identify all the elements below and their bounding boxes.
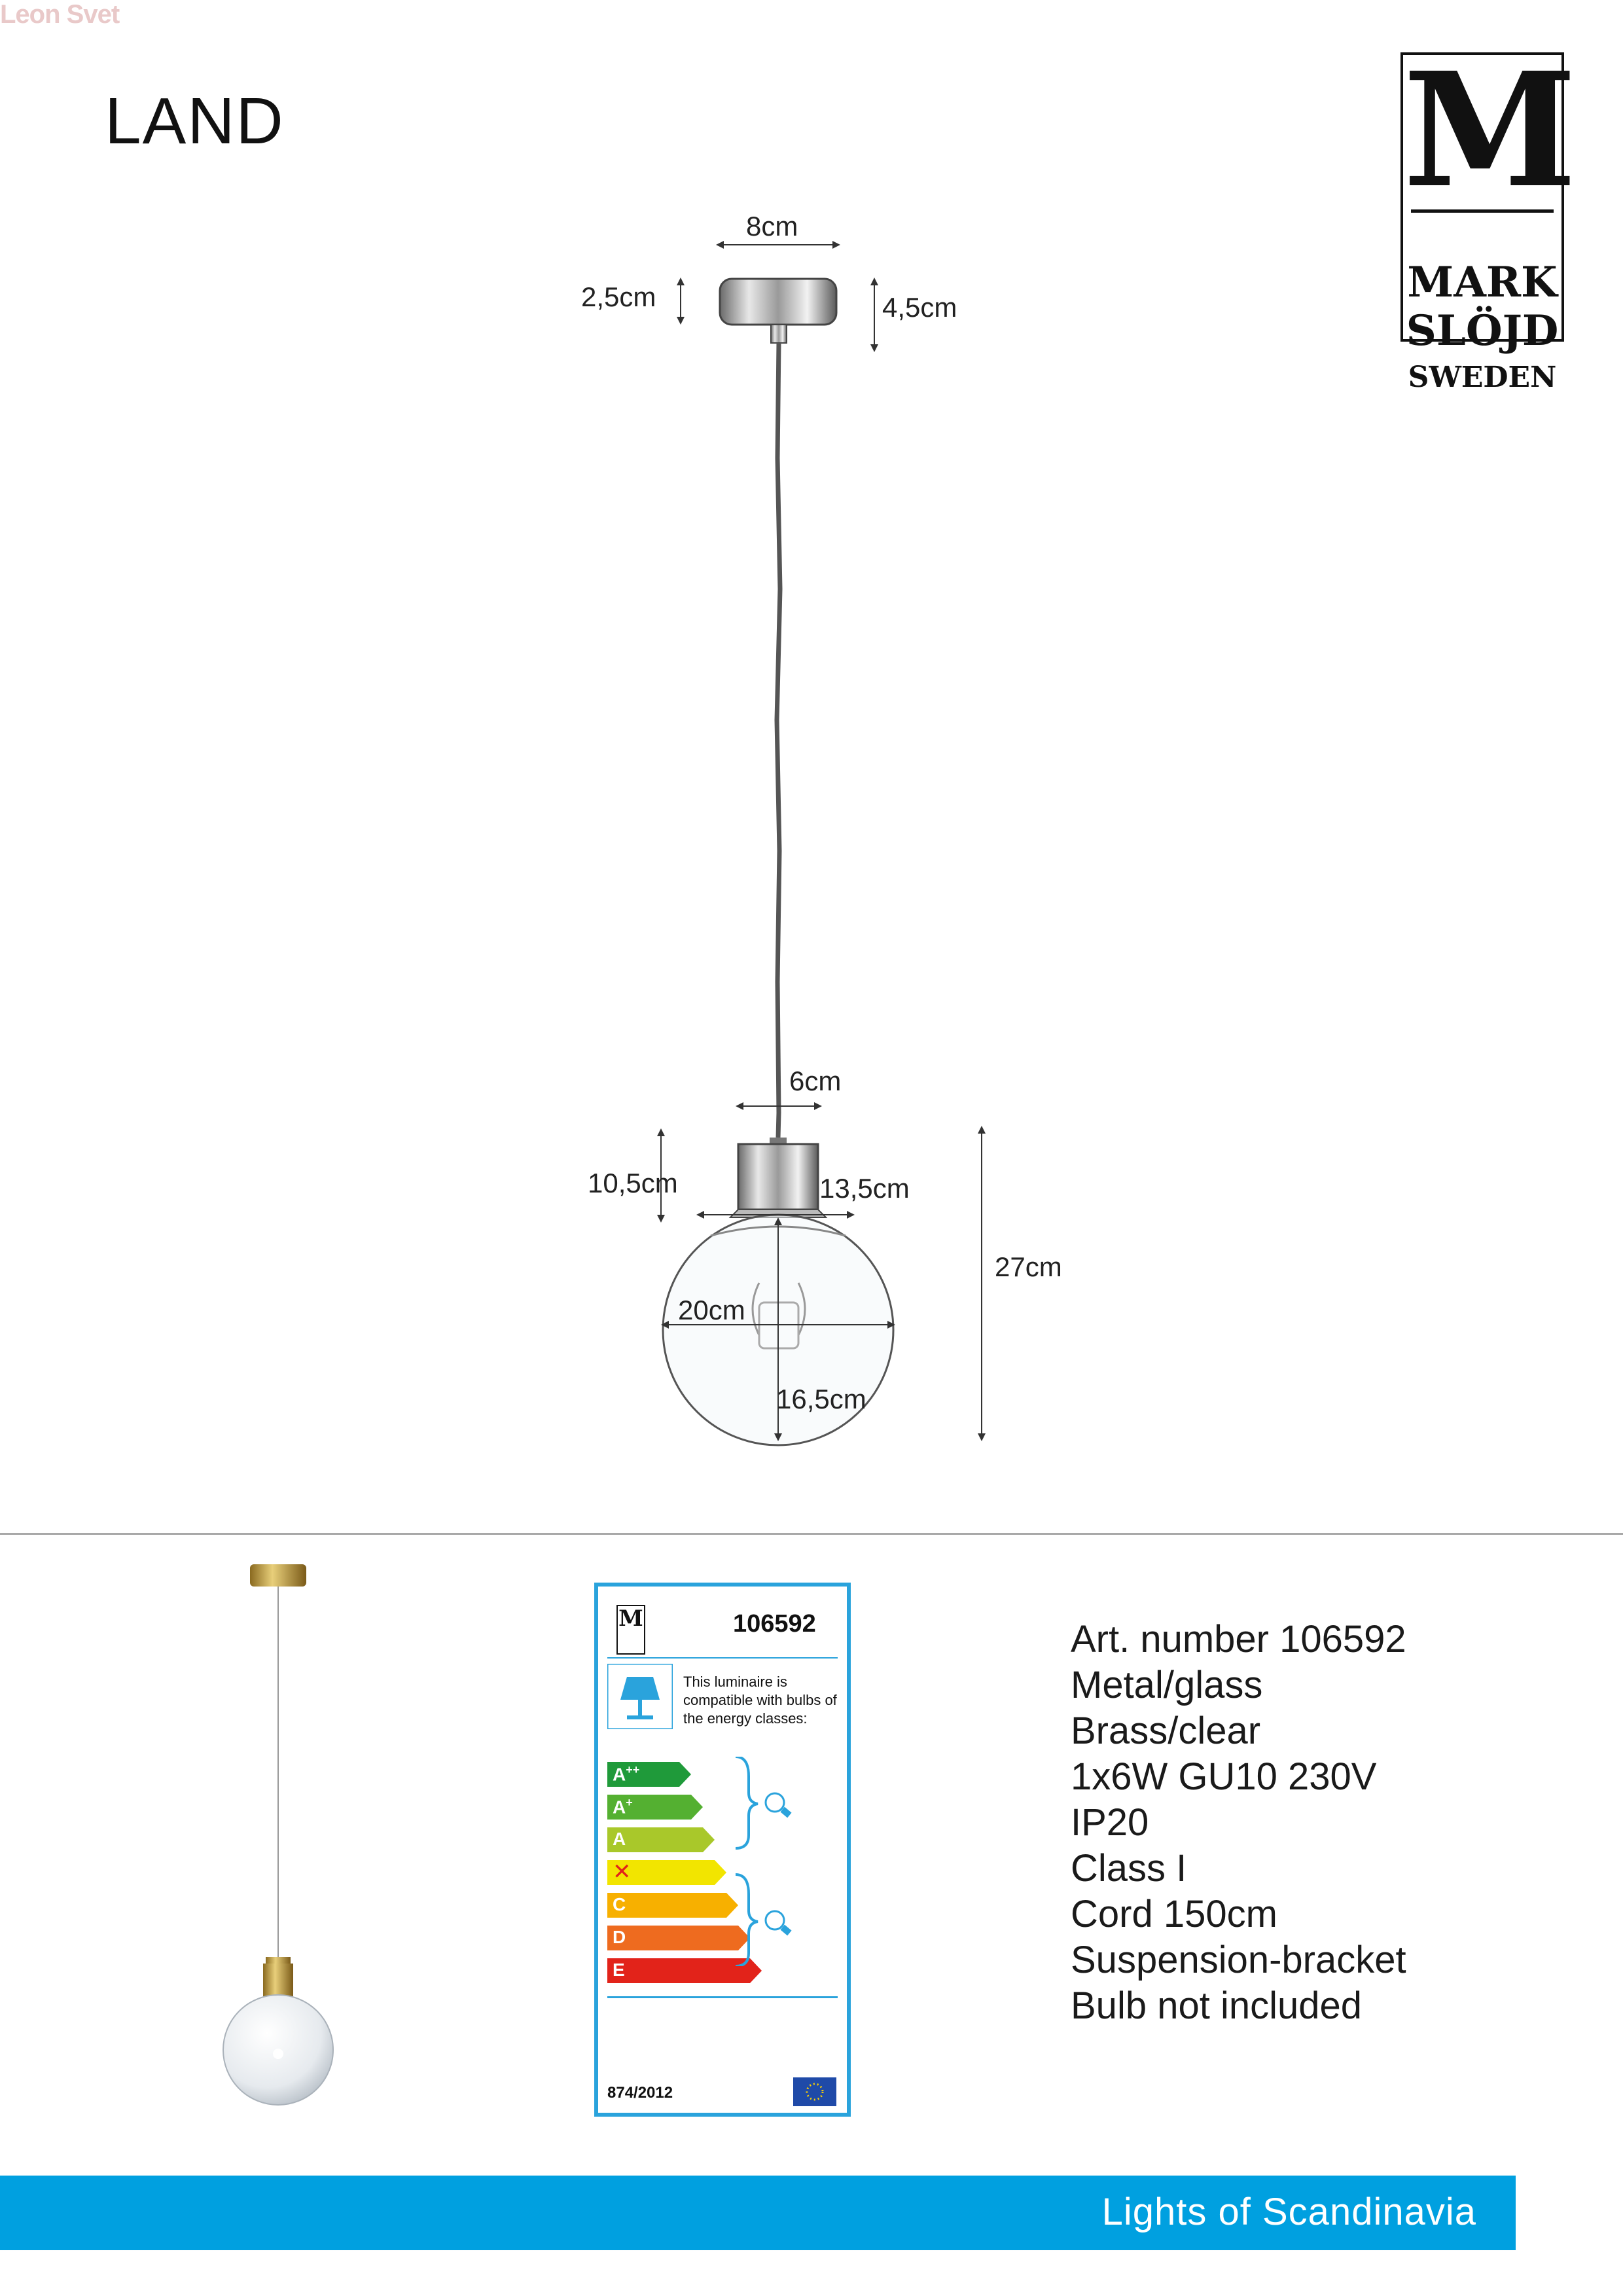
cord-line (774, 342, 783, 1138)
logo-letter: M (1403, 38, 1577, 223)
energy-class-label: ✕ (613, 1859, 632, 1884)
dim-canopy-height: 2,5cm (581, 281, 656, 312)
energy-class-bar: A++ (607, 1762, 692, 1787)
dim-globe-diameter: 20cm (678, 1295, 745, 1325)
spec-class: Class I (1071, 1847, 1187, 1890)
product-title: LAND (105, 84, 285, 158)
energy-class-label: C (613, 1894, 626, 1914)
dim-holder-height: 10,5cm (588, 1168, 678, 1198)
logo-line-slojd: SLÖJD (1406, 306, 1559, 355)
logo-line-mark: MARK (1407, 258, 1558, 307)
energy-class-bar: ✕ (607, 1859, 728, 1885)
spec-finish: Brass/clear (1071, 1710, 1261, 1752)
dim-canopy-width: 8cm (746, 211, 798, 242)
energy-label: M 106592 This luminaire is compatible wi… (594, 1583, 851, 2117)
energy-class-label: E (613, 1960, 625, 1980)
spec-bulb-note: Bulb not included (1071, 1984, 1362, 2027)
holder-shape (728, 1138, 828, 1218)
dim-globe-height: 16,5cm (776, 1384, 866, 1414)
label-compatibility-text: This luminaire is compatible with bulbs … (683, 1674, 837, 1727)
spec-material: Metal/glass (1071, 1664, 1263, 1706)
spec-article-number: Art. number 106592 (1071, 1618, 1406, 1660)
energy-class-bar: D (607, 1926, 751, 1950)
energy-class-bar: C (607, 1893, 740, 1918)
energy-class-label: A++ (613, 1763, 640, 1785)
dim-glass-top-width: 13,5cm (819, 1173, 910, 1204)
section-divider (0, 1533, 1623, 1535)
dim-canopy-total-height: 4,5cm (882, 292, 957, 323)
lamp-technical-drawing (657, 241, 986, 1446)
footer-tagline: Lights of Scandinavia (1101, 2191, 1476, 2233)
canopy-shape (719, 278, 838, 344)
label-bottom-rule (607, 1996, 838, 1998)
product-photo (223, 1564, 334, 2106)
footer-bar: Lights of Scandinavia (0, 2176, 1516, 2250)
label-article-number: 106592 (733, 1610, 816, 1638)
dim-total-height: 27cm (995, 1251, 1062, 1282)
energy-class-label: D (613, 1927, 626, 1947)
logo-line-sweden: SWEDEN (1408, 361, 1557, 394)
spec-bulb: 1x6W GU10 230V (1071, 1755, 1377, 1798)
energy-class-label: A+ (613, 1796, 633, 1818)
spec-ip-rating: IP20 (1071, 1801, 1149, 1844)
eu-flag-icon (793, 2077, 836, 2106)
label-regulation: 874/2012 (607, 2084, 673, 2102)
logo-divider (1411, 209, 1554, 213)
label-top-rule (607, 1657, 838, 1659)
watermark-text: Leon Svet (0, 0, 120, 29)
label-logo: M (616, 1605, 645, 1655)
energy-class-bar: A+ (607, 1795, 704, 1820)
bulb-bracket-icons (735, 1757, 792, 1966)
energy-class-bar: A (607, 1827, 716, 1852)
spec-mounting: Suspension-bracket (1071, 1939, 1406, 1981)
dim-holder-width: 6cm (789, 1066, 842, 1096)
product-specifications: Art. number 106592 Metal/glass Brass/cle… (1071, 1617, 1406, 2029)
energy-class-bar: E (607, 1958, 763, 1983)
brand-logo: M MARK SLÖJD SWEDEN (1400, 38, 1577, 393)
energy-class-label: A (613, 1829, 626, 1849)
spec-cord: Cord 150cm (1071, 1893, 1277, 1935)
lamp-icon (607, 1664, 673, 1729)
